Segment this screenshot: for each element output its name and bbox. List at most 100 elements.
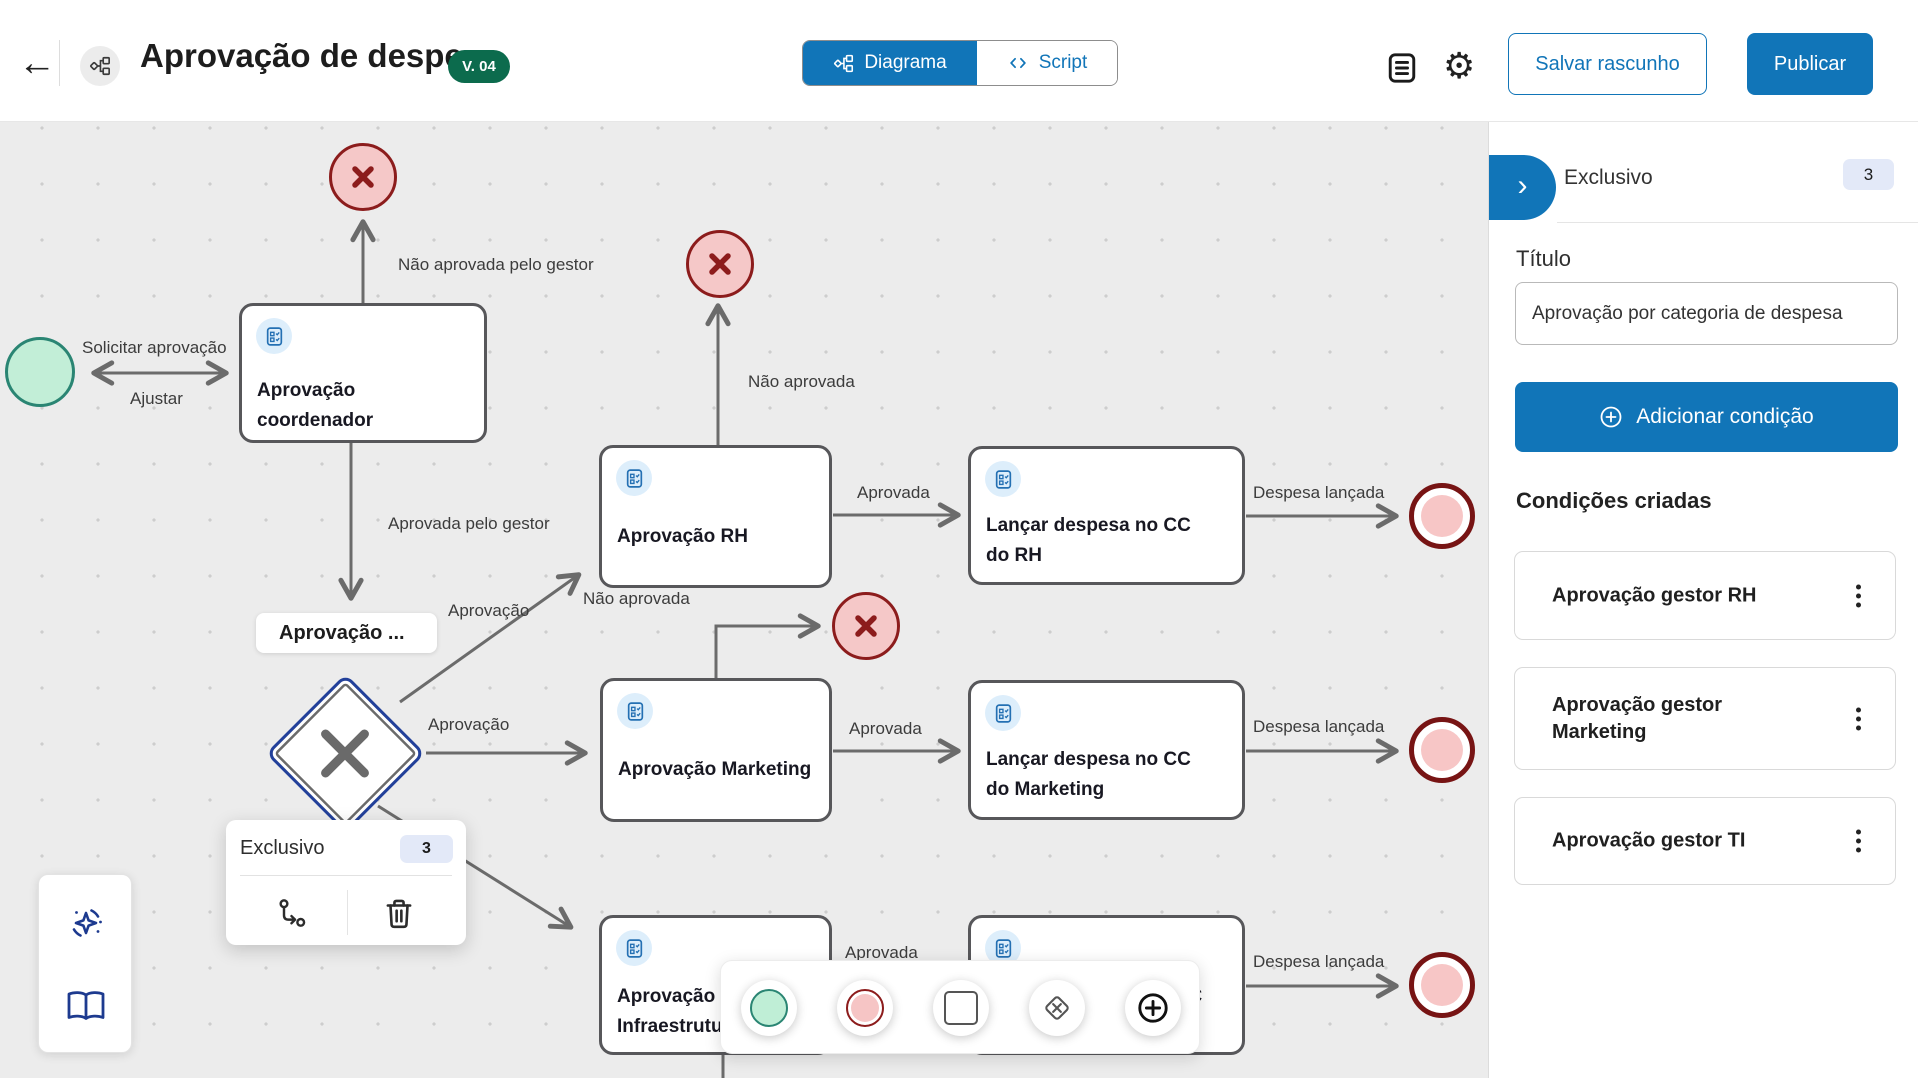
add-condition-button[interactable]: Adicionar condição (1515, 382, 1898, 452)
x-icon (709, 253, 731, 275)
task-title: Aprovação (257, 380, 356, 401)
kebab-menu-icon[interactable] (1852, 703, 1865, 734)
form-icon (617, 693, 653, 729)
page-title: Aprovação de despe... (140, 37, 491, 74)
palette-gateway-button[interactable] (1029, 980, 1085, 1036)
ai-sparkle-icon[interactable] (64, 901, 108, 950)
condition-label: Aprovação gestor Marketing (1552, 693, 1723, 743)
form-icon (985, 695, 1021, 731)
end-event-fill (1421, 729, 1463, 771)
gateway-icon (1045, 996, 1069, 1020)
edge-label: Despesa lançada (1253, 483, 1385, 502)
popup-title: Exclusivo (240, 837, 325, 859)
properties-panel: › Exclusivo 3 Título Adicionar condição … (1488, 122, 1918, 1078)
collapse-panel-button[interactable]: › (1489, 155, 1556, 220)
add-condition-label: Adicionar condição (1636, 405, 1814, 428)
reroute-icon[interactable] (275, 896, 311, 937)
edge-label: Aprovação (428, 715, 510, 734)
task-title: Aprovação RH (617, 526, 748, 547)
plus-circle-icon (1600, 406, 1622, 428)
conditions-heading: Condições criadas (1516, 488, 1712, 513)
shape-palette (720, 960, 1200, 1054)
tab-label: Script (1038, 52, 1088, 73)
end-event-marketing[interactable] (1409, 717, 1475, 783)
gear-icon[interactable]: ⚙ (1443, 45, 1476, 86)
documentation-book-icon[interactable] (64, 988, 108, 1030)
titulo-label: Título (1516, 246, 1572, 271)
panel-count-badge: 3 (1843, 159, 1894, 190)
save-draft-button[interactable]: Salvar rascunho (1508, 33, 1707, 95)
end-event-rh[interactable] (1409, 483, 1475, 549)
edge-label: Aprovação (448, 601, 530, 620)
view-tabs: Diagrama Script (802, 40, 1118, 86)
form-icon (616, 460, 652, 496)
end-event-x-marketing[interactable] (832, 592, 900, 660)
edge-label: Não aprovada pelo gestor (398, 255, 594, 274)
save-draft-label: Salvar rascunho (1535, 52, 1680, 75)
end-event-x-rh[interactable] (686, 230, 754, 298)
condition-card-marketing[interactable]: Aprovação gestor Marketing (1514, 667, 1896, 770)
plus-circle-icon (1138, 993, 1168, 1023)
edge-label: Não aprovada (748, 372, 855, 391)
code-icon (1009, 57, 1026, 69)
tab-diagrama[interactable]: Diagrama (803, 41, 977, 85)
end-event-icon (846, 989, 884, 1027)
tab-label: Diagrama (864, 52, 947, 73)
edge-label: Solicitar aprovação (82, 338, 227, 357)
edge-label: Despesa lançada (1253, 717, 1385, 736)
condition-card-rh[interactable]: Aprovação gestor RH (1514, 551, 1896, 640)
task-title: Aprovação (617, 986, 716, 1007)
version-badge: V. 04 (448, 50, 510, 83)
palette-end-event-button[interactable] (837, 980, 893, 1036)
task-title: Aprovação Marketing (618, 759, 812, 780)
kebab-menu-icon[interactable] (1852, 580, 1865, 611)
popup-divider (240, 875, 452, 876)
end-event-fill (1421, 495, 1463, 537)
back-button[interactable]: ← (18, 42, 56, 84)
task-aprovacao-marketing[interactable]: Aprovação Marketing (600, 678, 832, 822)
condition-label: Aprovação gestor TI (1552, 829, 1746, 852)
diagram-icon (834, 54, 854, 72)
palette-task-button[interactable] (933, 980, 989, 1036)
x-icon (352, 166, 374, 188)
condition-label: Aprovação gestor RH (1552, 584, 1757, 606)
publish-button[interactable]: Publicar (1747, 33, 1873, 95)
task-title: Lançar despesa no CC (986, 749, 1191, 770)
canvas-side-toolbar (38, 874, 132, 1053)
edge-label: Ajustar (130, 389, 183, 408)
edge-label: Aprovada (845, 943, 918, 962)
panel-divider (1557, 222, 1918, 223)
workflow-icon (80, 46, 120, 86)
publish-label: Publicar (1773, 52, 1847, 75)
notes-icon[interactable] (1385, 50, 1419, 91)
end-event-infra[interactable] (1409, 952, 1475, 1018)
x-icon (855, 615, 877, 637)
task-title: Lançar despesa no CC (986, 515, 1191, 536)
popup-vdivider (347, 890, 348, 935)
end-event-x-gestor[interactable] (329, 143, 397, 211)
gateway-name-label[interactable]: Aprovação ... (256, 613, 437, 653)
palette-add-button[interactable] (1125, 980, 1181, 1036)
task-aprovacao-rh[interactable]: Aprovação RH (599, 445, 832, 588)
form-icon (985, 461, 1021, 497)
form-icon (616, 930, 652, 966)
panel-title: Exclusivo (1564, 166, 1653, 189)
titulo-input[interactable] (1515, 282, 1898, 345)
edge-label: Não aprovada (583, 589, 690, 608)
task-icon (944, 991, 978, 1025)
edge-label: Aprovada pelo gestor (388, 514, 550, 533)
start-event-icon (750, 989, 788, 1027)
app-header: ← Aprovação de despe... V. 04 Diagrama (0, 0, 1918, 122)
condition-card-ti[interactable]: Aprovação gestor TI (1514, 797, 1896, 885)
palette-start-event-button[interactable] (741, 980, 797, 1036)
edge-label: Aprovada (849, 719, 922, 738)
trash-icon[interactable] (383, 897, 415, 936)
header-divider (59, 40, 60, 86)
edge-label: Aprovada (857, 483, 930, 502)
tab-script[interactable]: Script (977, 41, 1117, 85)
start-event[interactable] (5, 337, 75, 407)
kebab-menu-icon[interactable] (1852, 826, 1865, 857)
